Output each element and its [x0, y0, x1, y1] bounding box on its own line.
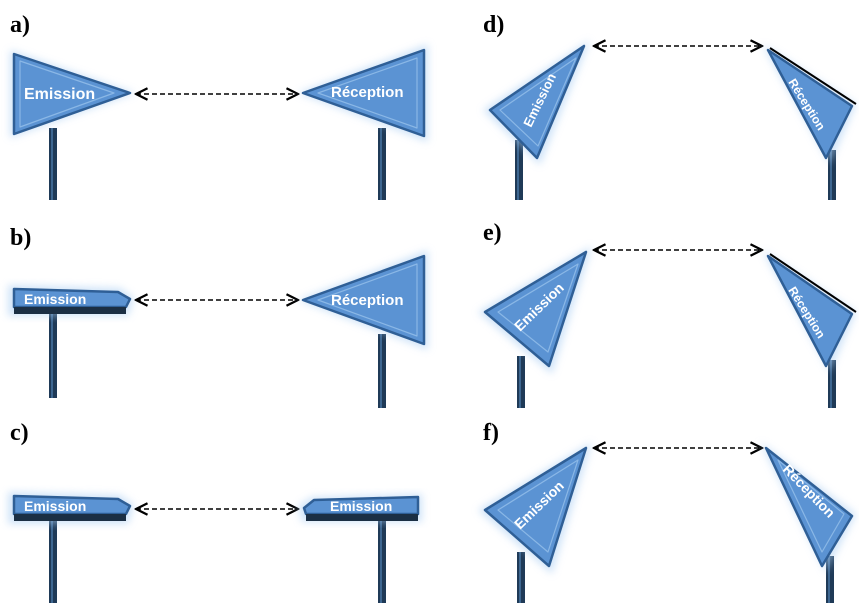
- panel-label-f: f): [483, 420, 499, 446]
- emission-label: Emission: [24, 291, 86, 307]
- emission-sign: [12, 287, 132, 309]
- reception-sign: [764, 446, 854, 568]
- reception-antenna-d: Réception: [762, 44, 857, 200]
- reception-antenna-a: Réception: [298, 44, 428, 200]
- panel-a: a) Emission Réception: [10, 12, 428, 200]
- emission-sign: [12, 494, 132, 516]
- emission-label: Emission: [24, 86, 95, 103]
- panel-label-c: c): [10, 420, 29, 446]
- reception-antenna-f: Réception: [760, 442, 856, 603]
- emission-sign: [488, 44, 586, 160]
- emission-antenna-b-flat: Emission: [8, 285, 134, 398]
- emission-antenna-f: Emission: [478, 442, 592, 603]
- panel-label-b: b): [10, 225, 31, 251]
- emission-antenna-a: Emission: [10, 50, 135, 200]
- emission-antenna-c-flat: Emission: [8, 492, 134, 603]
- panel-label-e: e): [483, 220, 502, 246]
- reception-label: Réception: [331, 84, 404, 101]
- panel-c: c) Emission Emission: [8, 420, 422, 603]
- emission-antenna-d: Emission: [483, 40, 590, 200]
- reception-sign: [766, 48, 854, 160]
- panel-label-a: a): [10, 12, 30, 38]
- emission-sign: [12, 52, 132, 136]
- emission-antenna-c-right-flat: Emission: [298, 494, 422, 603]
- emission-sign: [302, 495, 420, 516]
- panel-label-d: d): [483, 12, 504, 38]
- panel-e: e) Emission Réception: [478, 220, 857, 408]
- panel-b: b) Emission Réception: [8, 225, 428, 408]
- emission-sign: [483, 446, 588, 568]
- reception-sign: [766, 254, 854, 368]
- reception-antenna-e: Réception: [762, 250, 857, 408]
- reception-antenna-b: Réception: [298, 250, 428, 408]
- reception-sign: [301, 254, 426, 346]
- emission-label: Emission: [24, 498, 86, 514]
- emission-label: Emission: [330, 498, 392, 514]
- emission-sign: [483, 250, 588, 368]
- panel-d: d) Emission Réception: [483, 12, 857, 200]
- emission-antenna-e: Emission: [478, 246, 592, 408]
- reception-label: Réception: [331, 292, 404, 309]
- reception-sign: [301, 48, 426, 138]
- panel-f: f) Emission Réception: [478, 420, 856, 603]
